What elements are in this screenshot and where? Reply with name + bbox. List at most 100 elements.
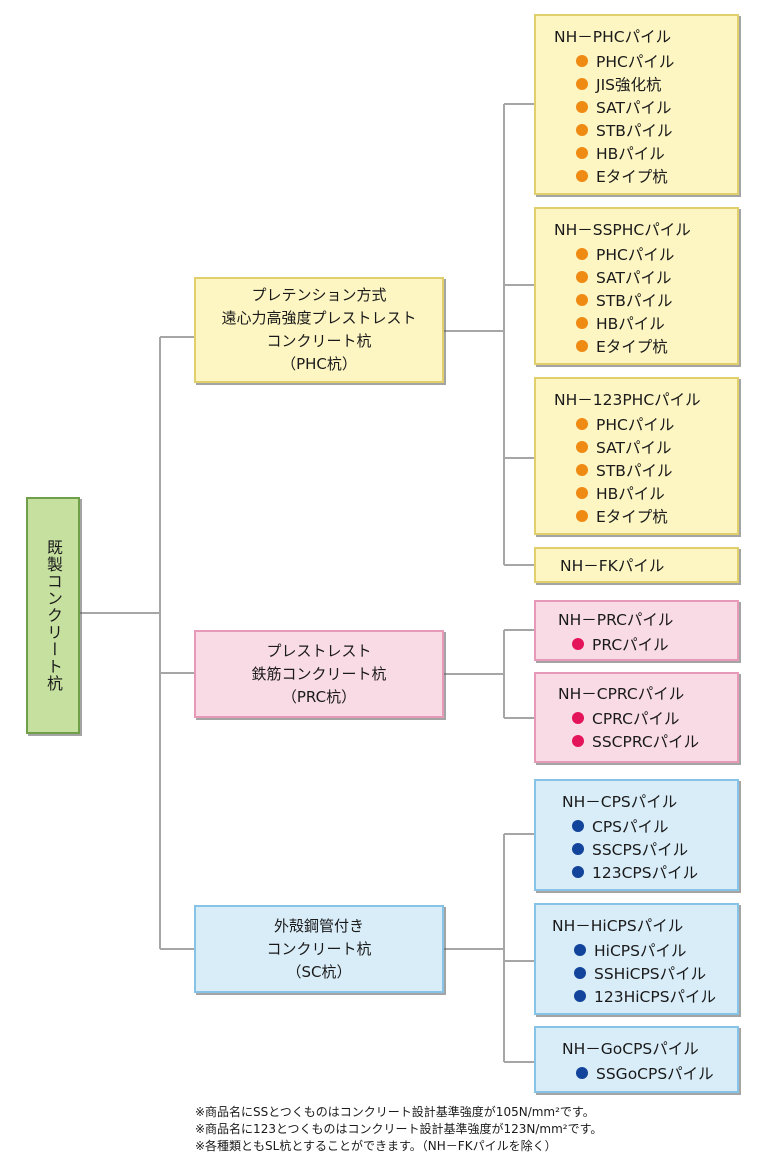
bullet-dot-icon [576,440,588,453]
product-item: CPRCパイル [572,706,737,729]
product-item-list: HiCPSパイル SSHiCPSパイル 123HiCPSパイル [552,938,737,1007]
product-item: STBパイル [576,288,737,311]
root-node: 既製コンクリート杭 [26,497,80,734]
product-item-list: PRCパイル [558,632,737,655]
product-item-label: JIS強化杭 [596,75,662,94]
bullet-dot-icon [576,77,588,90]
footnote-2: ※商品名に123とつくものはコンクリート設計基準強度が123N/mm²です。 [195,1122,603,1136]
product-item-label: 123CPSパイル [592,863,699,882]
product-item: JIS強化杭 [576,72,737,95]
product-name: NH－CPRCパイル [558,685,685,703]
product-item-list: CPSパイル SSCPSパイル 123CPSパイル [562,814,737,883]
product-item: HiCPSパイル [574,938,737,961]
product-item: PRCパイル [572,632,737,655]
product-item: SSHiCPSパイル [574,961,737,984]
product-name: NH－CPSパイル [562,793,678,811]
product-item: HBパイル [576,141,737,164]
product-item: SSGoCPSパイル [576,1061,737,1084]
product-item-label: SSGoCPSパイル [596,1064,714,1083]
product-item-list: CPRCパイル SSCPRCパイル [558,706,737,752]
bullet-dot-icon [572,865,584,878]
product-name: NH－FKパイル [560,557,665,575]
product-item-label: CPRCパイル [592,709,680,728]
product-item: PHCパイル [576,242,737,265]
bullet-dot-icon [572,734,584,747]
product-item: SSCPRCパイル [572,729,737,752]
bullet-dot-icon [576,100,588,113]
bullet-dot-icon [572,819,584,832]
product-item: Eタイプ杭 [576,334,737,357]
product-item-label: PHCパイル [596,52,675,71]
product-item: PHCパイル [576,412,737,435]
category-sc-line-2: コンクリート杭 [266,939,372,958]
category-phc-line-2: 遠心力高強度プレストレスト [221,309,417,327]
product-item: SATパイル [576,95,737,118]
product-name: NH－123PHCパイル [554,391,701,409]
category-phc-line-4: （PHC杭） [281,355,357,373]
product-item: SSCPSパイル [572,837,737,860]
category-sc-line-3: （SC杭） [286,962,352,981]
product-item-list: SSGoCPSパイル [562,1061,737,1084]
bullet-dot-icon [576,169,588,182]
product-item-label: Eタイプ杭 [596,337,668,356]
product-item: 123HiCPSパイル [574,984,737,1007]
product-name: NH－SSPHCパイル [554,221,691,239]
product-item: PHCパイル [576,49,737,72]
footnotes: ※商品名にSSとつくものはコンクリート設計基準強度が105N/mm²です。 ※商… [195,1104,602,1155]
product-nh-cps: NH－CPSパイル CPSパイル SSCPSパイル 123CPSパイル [534,779,739,891]
product-nh-fk: NH－FKパイル [534,547,739,583]
bullet-dot-icon [576,270,588,283]
product-item-label: 123HiCPSパイル [594,987,717,1006]
product-item-label: STBパイル [596,291,673,310]
product-nh-prc: NH－PRCパイル PRCパイル [534,600,739,661]
product-nh-cprc: NH－CPRCパイル CPRCパイル SSCPRCパイル [534,672,739,763]
bullet-dot-icon [576,54,588,67]
product-item-label: PHCパイル [596,245,675,264]
product-item: Eタイプ杭 [576,504,737,527]
category-prc-line-1: プレストレスト [266,641,372,660]
category-prc: プレストレスト 鉄筋コンクリート杭 （PRC杭） [194,630,444,718]
product-item-label: SSHiCPSパイル [594,964,707,983]
product-item-label: SATパイル [596,438,672,457]
category-sc-line-1: 外殻鋼管付き [273,916,364,935]
product-name: NH－HiCPSパイル [552,917,684,935]
bullet-dot-icon [576,123,588,136]
product-item: HBパイル [576,481,737,504]
product-nh-ssphc: NH－SSPHCパイル PHCパイル SATパイル STBパイル HBパイル Eタイプ杭 [534,207,739,365]
product-item-label: PRCパイル [592,635,669,654]
bullet-dot-icon [576,509,588,522]
bullet-dot-icon [576,463,588,476]
bullet-dot-icon [576,1066,588,1079]
category-phc: プレテンション方式 遠心力高強度プレストレスト コンクリート杭 （PHC杭） [194,277,444,383]
product-item: CPSパイル [572,814,737,837]
product-name: NH－PRCパイル [558,611,674,629]
product-item: SATパイル [576,265,737,288]
bullet-dot-icon [572,637,584,650]
product-item: Eタイプ杭 [576,164,737,187]
product-item: STBパイル [576,458,737,481]
category-phc-line-3: コンクリート杭 [266,332,372,350]
product-item: STBパイル [576,118,737,141]
product-item: SATパイル [576,435,737,458]
footnote-1: ※商品名にSSとつくものはコンクリート設計基準強度が105N/mm²です。 [195,1105,595,1119]
category-phc-line-1: プレテンション方式 [251,286,387,304]
product-item-label: STBパイル [596,461,673,480]
root-label: 既製コンクリート杭 [44,539,63,692]
product-item: 123CPSパイル [572,860,737,883]
product-item-label: SATパイル [596,268,672,287]
bullet-dot-icon [574,943,586,956]
product-item-label: SSCPSパイル [592,840,689,859]
bullet-dot-icon [574,966,586,979]
product-name: NH－GoCPSパイル [562,1040,699,1058]
product-item-label: CPSパイル [592,817,669,836]
product-item-label: Eタイプ杭 [596,507,668,526]
product-item-label: Eタイプ杭 [596,167,668,186]
bullet-dot-icon [576,146,588,159]
product-item-label: SSCPRCパイル [592,732,700,751]
product-item-label: HBパイル [596,314,665,333]
product-item-label: PHCパイル [596,415,675,434]
